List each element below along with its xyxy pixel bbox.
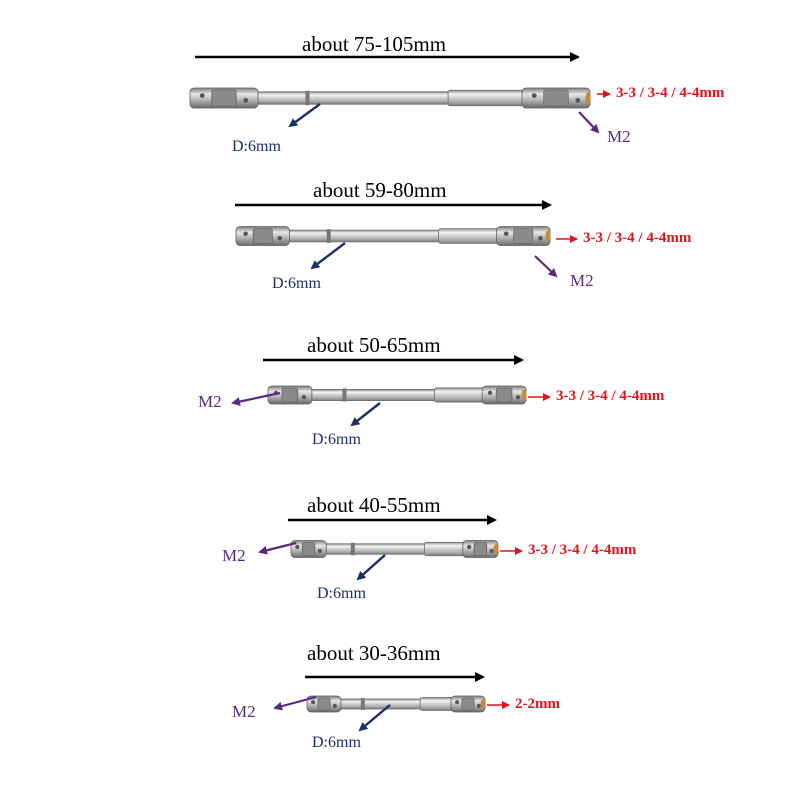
- diameter-arrow-3: [350, 402, 381, 427]
- shaft-outer-1: [447, 89, 527, 107]
- shaft-ring-1: [305, 90, 310, 106]
- diameter-arrow-2: [310, 242, 346, 270]
- pin-hole-right-b-1: [575, 98, 581, 103]
- thread-arrow-5: [273, 695, 317, 711]
- pin-hole-left-a-2: [243, 231, 248, 236]
- diameter-label-4: D:6mm: [317, 585, 366, 602]
- shaft-outer-4: [424, 541, 468, 557]
- yoke-slot-right-1: [543, 89, 569, 107]
- yoke-slot-left-1: [211, 89, 237, 107]
- length-label-2: about 59-80mm: [313, 178, 447, 202]
- socket-size-label-1: 3-3 / 3-4 / 4-4mm: [616, 85, 725, 101]
- shaft-outer-2: [438, 228, 502, 244]
- diameter-arrow-5: [358, 704, 391, 732]
- socket-size-label-5: 2-2mm: [515, 696, 560, 712]
- socket-size-label-3: 3-3 / 3-4 / 4-4mm: [556, 388, 665, 404]
- pin-hole-left-a-1: [199, 93, 205, 98]
- pin-hole-right-b-3: [515, 395, 521, 400]
- pin-hole-right-a-2: [503, 231, 509, 236]
- shaft-outer-5: [419, 697, 456, 711]
- socket-size-label-4: 3-3 / 3-4 / 4-4mm: [528, 542, 637, 558]
- socket-bore-4: [493, 543, 499, 555]
- pin-hole-left-b-1: [243, 98, 249, 103]
- pin-hole-left-a-5: [311, 700, 316, 705]
- shaft-ring-3: [342, 388, 347, 402]
- socket-size-label-2: 3-3 / 3-4 / 4-4mm: [583, 230, 692, 246]
- yoke-slot-left-5: [317, 697, 331, 711]
- length-label-4: about 40-55mm: [307, 493, 441, 517]
- thread-arrow-1: [578, 111, 600, 134]
- pin-hole-right-a-3: [487, 390, 493, 395]
- pin-hole-right-b-2: [538, 236, 543, 241]
- shaft-ring-5: [360, 698, 365, 710]
- yoke-slot-right-4: [473, 542, 488, 556]
- pin-hole-left-a-4: [295, 544, 300, 550]
- thread-label-5: M2: [232, 702, 256, 721]
- diameter-arrow-1: [288, 103, 321, 128]
- socket-bore-5: [480, 699, 486, 709]
- yoke-slot-right-5: [461, 697, 475, 711]
- diameter-arrow-4: [356, 554, 386, 581]
- pin-hole-right-b-4: [489, 549, 494, 554]
- yoke-slot-left-4: [301, 542, 316, 556]
- pin-hole-right-a-4: [467, 544, 472, 550]
- diameter-label-1: D:6mm: [232, 138, 281, 155]
- pin-hole-right-a-5: [455, 700, 460, 705]
- pin-hole-left-b-2: [277, 236, 283, 241]
- shaft-outer-3: [434, 387, 487, 403]
- yoke-slot-right-2: [513, 228, 534, 244]
- yoke-slot-left-3: [281, 387, 299, 403]
- pin-hole-left-b-3: [301, 395, 307, 400]
- diameter-label-5: D:6mm: [312, 734, 361, 751]
- thread-label-1: M2: [607, 127, 631, 146]
- yoke-slot-right-3: [495, 387, 513, 403]
- pin-hole-left-b-4: [317, 549, 322, 554]
- diameter-label-2: D:6mm: [272, 275, 321, 292]
- shaft-ring-4: [350, 542, 355, 556]
- thread-label-4: M2: [222, 546, 246, 565]
- socket-bore-3: [521, 389, 527, 401]
- length-label-1: about 75-105mm: [302, 32, 447, 56]
- pin-hole-left-b-5: [332, 703, 337, 708]
- socket-bore-2: [545, 230, 551, 242]
- thread-arrow-2: [534, 255, 558, 278]
- pin-hole-right-b-5: [476, 703, 481, 708]
- thread-label-2: M2: [570, 271, 594, 290]
- length-label-3: about 50-65mm: [307, 333, 441, 357]
- yoke-slot-left-2: [252, 228, 273, 244]
- thread-label-3: M2: [198, 392, 222, 411]
- diameter-label-3: D:6mm: [312, 431, 361, 448]
- thread-arrow-4: [258, 541, 297, 555]
- pin-hole-right-a-1: [531, 93, 537, 98]
- socket-bore-1: [585, 92, 591, 104]
- thread-arrow-3: [231, 391, 281, 406]
- length-label-5: about 30-36mm: [307, 641, 441, 665]
- shaft-ring-2: [326, 229, 331, 243]
